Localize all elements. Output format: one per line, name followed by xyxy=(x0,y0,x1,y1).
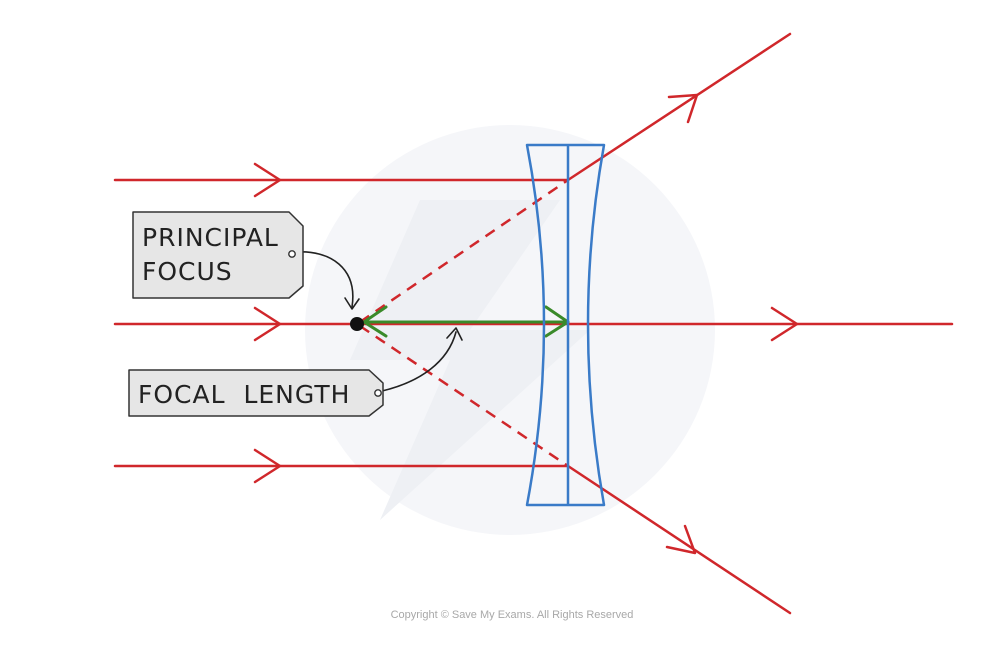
top-refracted-ray xyxy=(566,32,792,182)
middle-ray-arrowhead-right xyxy=(770,306,799,342)
refracted-rays xyxy=(566,32,792,615)
principal-focus-pointer-head xyxy=(344,297,360,310)
principal-focus-label-line1: PRINCIPAL xyxy=(142,223,279,252)
top-ray-arrowhead xyxy=(253,162,282,198)
bottom-ray-arrowhead xyxy=(253,448,282,484)
top-refracted-arrowhead xyxy=(667,93,699,124)
top-virtual-extension xyxy=(359,178,569,324)
focal-length-tag: FOCAL LENGTH xyxy=(128,369,384,417)
middle-ray-arrowhead-left xyxy=(253,306,282,342)
principal-focus-pointer xyxy=(295,251,354,308)
diverging-concave-lens-icon xyxy=(525,143,606,507)
bottom-virtual-extension xyxy=(359,324,569,468)
incident-rays xyxy=(113,162,954,484)
focal-length-label: FOCAL LENGTH xyxy=(138,380,350,409)
watermark xyxy=(305,125,715,535)
principal-focus-label-line2: FOCUS xyxy=(142,257,233,286)
focal-length-pointer-head xyxy=(446,327,463,341)
focal-length-pointer xyxy=(381,331,457,392)
label-pointers xyxy=(295,251,463,392)
bottom-refracted-ray xyxy=(566,464,792,615)
virtual-ray-extensions xyxy=(359,178,569,468)
bottom-refracted-arrowhead xyxy=(665,524,697,555)
copyright-notice: Copyright © Save My Exams. All Rights Re… xyxy=(391,609,634,621)
focus-dot-icon xyxy=(350,317,364,331)
principal-focus-tag: PRINCIPAL FOCUS xyxy=(132,211,304,299)
